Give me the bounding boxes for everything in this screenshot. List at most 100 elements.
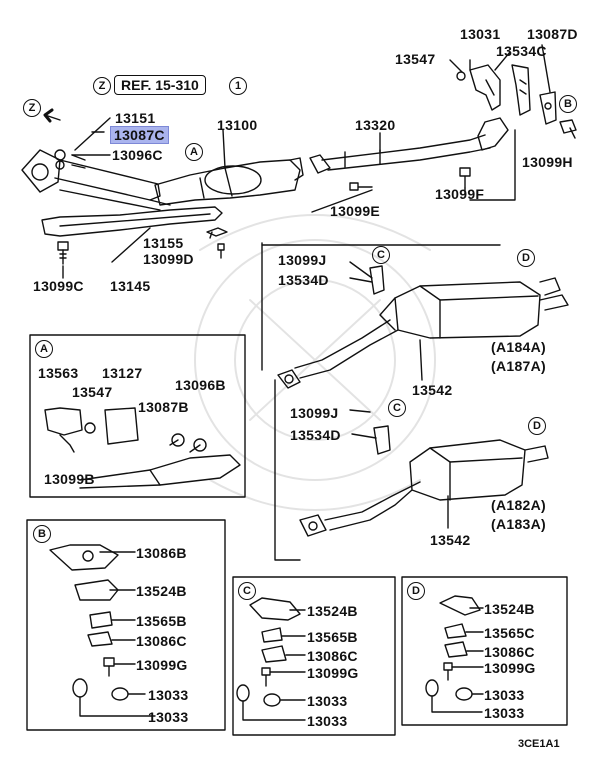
label-13087c: 13087C (110, 126, 169, 144)
label-13547-main: 13547 (395, 51, 436, 67)
detail-a-label-13096b: 13096B (175, 377, 226, 393)
detail-b-label-13086b: 13086B (136, 545, 187, 561)
marker-b-main: B (559, 95, 577, 113)
label-13099f: 13099F (435, 186, 485, 202)
detail-d-label-13565c: 13565C (484, 625, 535, 641)
detail-a-label-13127: 13127 (102, 365, 143, 381)
label-model-a184a: (A184A) (491, 339, 547, 355)
detail-box-c (233, 577, 395, 735)
assembly-bracket-line (470, 60, 515, 200)
label-13099d: 13099D (143, 251, 194, 267)
detail-box-b (27, 520, 225, 730)
detail-d-label-13086c: 13086C (484, 644, 535, 660)
bolt-13099f (460, 168, 470, 188)
detail-a-parts (45, 408, 240, 488)
label-13096c: 13096C (112, 147, 163, 163)
gasket-group-13087c (55, 132, 104, 169)
detail-box-d (402, 577, 567, 725)
label-13534d-upper: 13534D (278, 272, 329, 288)
label-13155: 13155 (143, 235, 184, 251)
bolt-13099c (58, 242, 68, 264)
detail-c-label-13565b: 13565B (307, 629, 358, 645)
detail-a-label-13563: 13563 (38, 365, 79, 381)
detail-d-label-13033-b: 13033 (484, 705, 525, 721)
hanger-13534d-upper (370, 266, 384, 294)
ref-number-circle: 1 (229, 77, 247, 95)
diagram-code: 3CE1A1 (518, 738, 560, 750)
leader-lines (63, 45, 550, 528)
label-13087d: 13087D (527, 26, 578, 42)
hanger-13534c (512, 65, 530, 115)
detail-a-label-13099b: 13099B (44, 471, 95, 487)
detail-c-parts (237, 598, 305, 720)
detail-b-label-13033-b: 13033 (148, 709, 189, 725)
detail-b-label-13565b: 13565B (136, 613, 187, 629)
detail-b-label-13524b: 13524B (136, 583, 187, 599)
label-13534c: 13534C (496, 43, 547, 59)
detail-c-marker: C (238, 582, 256, 600)
hanger-13534d-lower (374, 426, 390, 454)
detail-c-label-13033-b: 13033 (307, 713, 348, 729)
detail-d-label-13099g: 13099G (484, 660, 536, 676)
detail-d-label-13524b: 13524B (484, 601, 535, 617)
detail-b-label-13033-a: 13033 (148, 687, 189, 703)
label-13100: 13100 (217, 117, 258, 133)
label-13099c: 13099C (33, 278, 84, 294)
label-13087c-highlighted: 13087C (110, 126, 169, 144)
detail-c-label-13086c: 13086C (307, 648, 358, 664)
label-model-a187a: (A187A) (491, 358, 547, 374)
muffler-13542-upper (278, 278, 568, 388)
label-13031: 13031 (460, 26, 501, 42)
label-13534d-lower: 13534D (290, 427, 341, 443)
marker-c-lower: C (388, 399, 406, 417)
detail-d-label-13033-a: 13033 (484, 687, 525, 703)
detail-d-parts (426, 596, 483, 712)
label-13542-upper: 13542 (412, 382, 453, 398)
detail-box-a (30, 335, 245, 497)
watermark-crest (195, 215, 435, 510)
label-13151: 13151 (115, 110, 156, 126)
detail-c-label-13099g: 13099G (307, 665, 359, 681)
detail-a-label-13087b: 13087B (138, 399, 189, 415)
marker-d-upper: D (517, 249, 535, 267)
label-13099h: 13099H (522, 154, 573, 170)
marker-z-top: Z (23, 99, 41, 117)
hanger-13031 (470, 65, 500, 110)
label-model-a182a: (A182A) (491, 497, 547, 513)
label-13320: 13320 (355, 117, 396, 133)
label-13145: 13145 (110, 278, 151, 294)
hanger-13087d (540, 92, 556, 124)
bolt-13099e (350, 183, 372, 190)
muffler-13542-lower (300, 440, 548, 536)
muffler-group-vert2 (275, 380, 300, 560)
ref-text-box: REF. 15-310 (114, 75, 206, 95)
z-arrow (45, 110, 60, 121)
detail-b-parts (50, 545, 155, 716)
ref-text: REF. 15-310 (121, 77, 199, 93)
marker-d-lower: D (528, 417, 546, 435)
detail-c-label-13524b: 13524B (307, 603, 358, 619)
label-13099e: 13099E (330, 203, 381, 219)
heat-shield-13145 (42, 207, 222, 236)
muffler-group-line (262, 243, 500, 245)
detail-b-label-13099g: 13099G (136, 657, 188, 673)
label-13542-lower: 13542 (430, 532, 471, 548)
detail-b-label-13086c: 13086C (136, 633, 187, 649)
detail-d-marker: D (407, 582, 425, 600)
washer-13547 (457, 72, 465, 80)
marker-c-upper: C (372, 246, 390, 264)
catalytic-converter-13100 (155, 158, 303, 205)
ref-marker-z: Z (93, 77, 111, 95)
label-model-a183a: (A183A) (491, 516, 547, 532)
detail-a-label-13547: 13547 (72, 384, 113, 400)
clip-13155 (207, 228, 227, 258)
detail-b-marker: B (33, 525, 51, 543)
center-pipe-13320 (310, 118, 508, 173)
label-13099j-upper: 13099J (278, 252, 327, 268)
label-13099j-lower: 13099J (290, 405, 339, 421)
detail-c-label-13033-a: 13033 (307, 693, 348, 709)
detail-a-marker: A (35, 340, 53, 358)
marker-a-main: A (185, 143, 203, 161)
